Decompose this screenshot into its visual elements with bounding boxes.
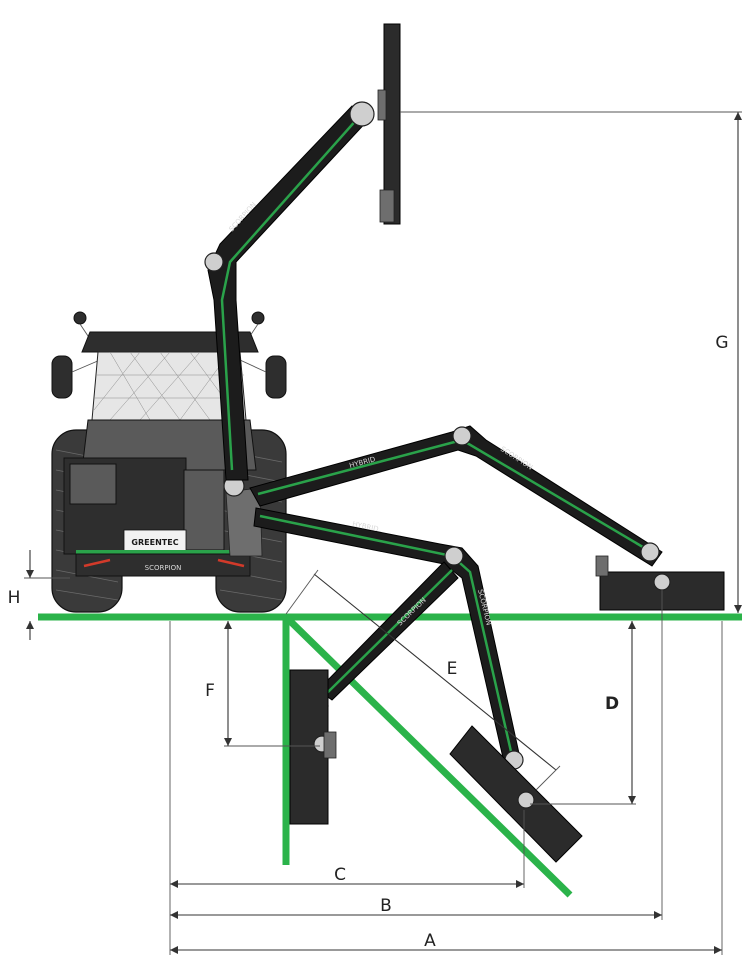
mower-slope: [449, 725, 583, 863]
brand-text: GREENTEC: [131, 538, 178, 547]
dimension-lines: [24, 111, 742, 955]
label-f: F: [205, 681, 215, 701]
left-mirror: [51, 355, 73, 399]
dimension-labels: A B C D E F G H: [8, 333, 729, 951]
label-b: B: [380, 896, 392, 916]
label-c: C: [334, 865, 346, 885]
arm-position-horizontal: HYBRID SCORPION: [249, 425, 725, 611]
model-text: SCORPION: [145, 564, 182, 572]
right-work-light: [251, 311, 265, 325]
arm-position-ditch: SCORPION: [289, 561, 459, 825]
arm-position-vertical: SCORPION: [204, 23, 401, 481]
label-h: H: [8, 588, 21, 608]
label-a: A: [424, 931, 436, 951]
label-g: G: [715, 333, 728, 353]
ground-lines: [38, 613, 742, 898]
label-e: E: [447, 659, 458, 679]
left-work-light: [73, 311, 87, 325]
mower-vertical: [383, 23, 401, 225]
label-d: D: [605, 694, 619, 714]
right-mirror: [265, 355, 287, 399]
rear-bumper: [75, 553, 251, 577]
arm-position-slope: HYBRID SCORPION: [253, 507, 583, 863]
tractor-rear-view: GREENTEC SCORPION: [51, 311, 287, 613]
